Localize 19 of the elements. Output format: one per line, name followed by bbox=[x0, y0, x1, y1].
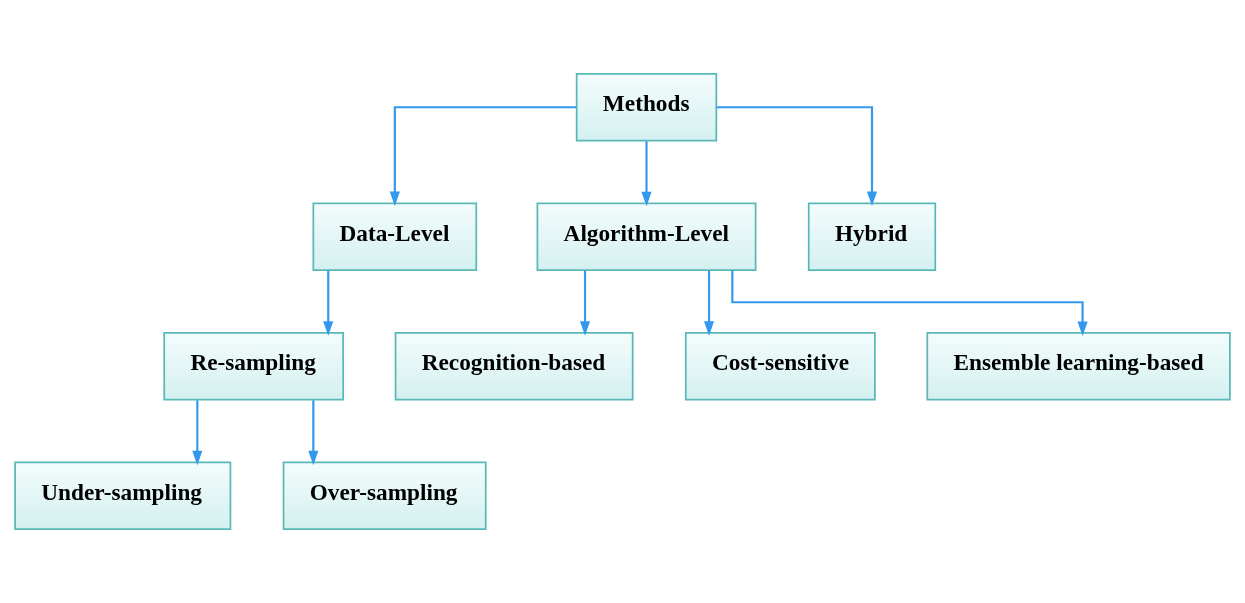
node-box: Methods bbox=[575, 72, 718, 142]
arrow bbox=[323, 270, 334, 336]
node-box: Cost-sensitive bbox=[684, 331, 876, 401]
arrow bbox=[389, 106, 577, 207]
arrow bbox=[641, 141, 652, 207]
node-box: Hybrid bbox=[807, 202, 937, 272]
arrow bbox=[192, 400, 203, 466]
arrow bbox=[579, 270, 591, 336]
node-box: Under-sampling bbox=[14, 461, 232, 531]
arrow bbox=[703, 270, 715, 336]
node-box: Recognition-based bbox=[394, 331, 634, 401]
node-box: Algorithm-Level bbox=[536, 202, 757, 272]
node-box: Over-sampling bbox=[282, 461, 487, 531]
node-box: Re-sampling bbox=[163, 331, 345, 401]
arrow bbox=[308, 400, 319, 466]
arrow bbox=[731, 270, 1088, 337]
node-box: Ensemble learning-based bbox=[926, 331, 1231, 401]
arrow bbox=[716, 106, 878, 207]
node-box: Data-Level bbox=[312, 202, 478, 272]
